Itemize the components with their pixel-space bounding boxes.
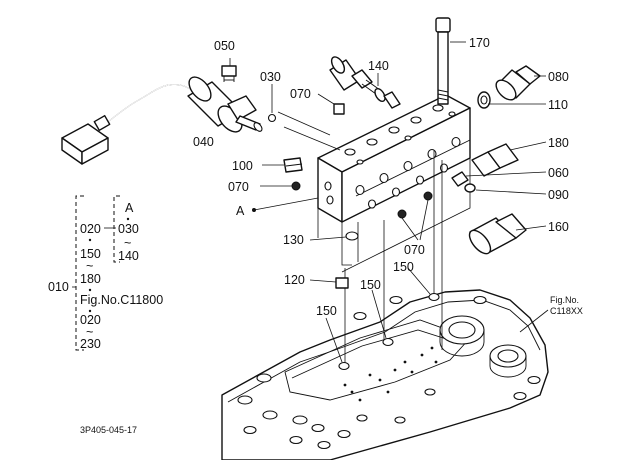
tree-fig-ref: Fig.No.C11800 (80, 293, 163, 307)
marker-A (252, 197, 319, 212)
control-valve-block (317, 94, 471, 223)
assembly-lines (277, 111, 471, 366)
part-160-pressure-switch (468, 213, 547, 255)
fig-ref-line1: Fig.No. (550, 295, 579, 305)
part-070-plug-top (317, 93, 345, 115)
callout-070-left: 070 (228, 180, 249, 194)
part-150-o-rings (325, 267, 440, 371)
part-110-washer (477, 91, 546, 109)
callout-040: 040 (193, 135, 214, 149)
callout-A: A (236, 204, 245, 218)
part-140-valve (329, 56, 401, 109)
part-180-fitting (471, 141, 547, 177)
tree-180: 180 (80, 272, 101, 286)
tree-a-tilde: ~ (124, 236, 131, 250)
tree-a-end: 140 (118, 249, 139, 263)
callout-060: 060 (548, 166, 569, 180)
callout-090: 090 (548, 188, 569, 202)
callout-180: 180 (548, 136, 569, 150)
callout-120: 120 (284, 273, 305, 287)
callout-070-bottom: 070 (404, 243, 425, 257)
solenoid-assembly (61, 76, 263, 165)
part-060-spring (451, 171, 547, 187)
tree-150-tilde: ~ (86, 259, 93, 273)
callout-080: 080 (548, 70, 569, 84)
drawing-code: 3P405-045-17 (80, 425, 137, 435)
part-070-plug-left (260, 181, 301, 191)
tree-020b-tilde: ~ (86, 325, 93, 339)
callout-070-top: 070 (290, 87, 311, 101)
callout-110: 110 (548, 98, 568, 112)
callout-150-c: 150 (316, 304, 337, 318)
part-090-plug (464, 183, 547, 195)
callout-050: 050 (214, 39, 235, 53)
callout-150-b: 150 (360, 278, 381, 292)
callout-170: 170 (469, 36, 490, 50)
tree-150: 150 (80, 247, 101, 261)
tree-root: 010 (48, 280, 69, 294)
part-070-plugs-bottom (397, 191, 433, 241)
fig-ref-line2: C118XX (550, 306, 583, 316)
callout-030: 030 (260, 70, 281, 84)
part-120-screen (309, 277, 349, 289)
part-080-relief-valve (495, 65, 546, 101)
callout-150-a: 150 (393, 260, 414, 274)
part-130-o-ring (309, 231, 359, 241)
callout-100: 100 (232, 159, 253, 173)
transmission-housing (221, 289, 549, 460)
part-170-bolt (435, 17, 466, 105)
tree-020b: 020 (80, 313, 101, 327)
fig-ref-leader (519, 309, 549, 333)
tree-020: 020 (80, 222, 101, 236)
tree-a-start: 030 (118, 222, 139, 236)
part-050-plug (221, 58, 237, 82)
tree-230: 230 (80, 337, 101, 351)
callout-130: 130 (283, 233, 304, 247)
callout-160: 160 (548, 220, 569, 234)
part-100-plug (262, 157, 303, 173)
parts-hierarchy-tree: 010 A 030 ~ 140 020 150 ~ 180 Fig.No.C11… (48, 195, 163, 351)
tree-a-label: A (125, 201, 134, 215)
part-030-ball (267, 113, 277, 123)
callout-140: 140 (368, 59, 389, 73)
